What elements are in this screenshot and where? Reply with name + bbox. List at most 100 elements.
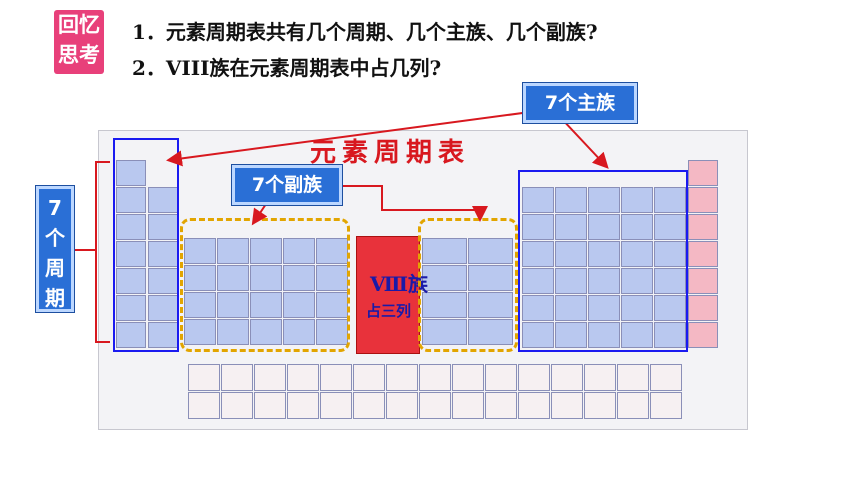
element-cell [422,292,467,318]
group-8-subtitle: 占三列 [366,302,412,320]
element-cell [621,295,653,321]
element-cell [254,364,286,391]
element-cell [555,214,587,240]
badge-line1: 回忆 [58,13,100,37]
element-cell [617,364,649,391]
element-cell [419,364,451,391]
element-cell [688,268,718,294]
element-cell [316,238,348,264]
element-cell [320,364,352,391]
element-cell [320,392,352,419]
element-cell [386,364,418,391]
badge-line2: 思考 [58,43,100,67]
element-cell [422,265,467,291]
element-cell [555,241,587,267]
element-cell [588,214,620,240]
element-cell [188,392,220,419]
element-cell [555,295,587,321]
element-cell [184,238,216,264]
element-cell [468,292,513,318]
element-cell [148,268,178,294]
element-cell [522,295,554,321]
element-cell [584,364,616,391]
element-cell [116,322,146,348]
element-cell [688,187,718,213]
element-cell [654,268,686,294]
element-cell [250,292,282,318]
element-cell [283,265,315,291]
element-cell [650,392,682,419]
element-cell [148,241,178,267]
element-cell [188,364,220,391]
element-cell [250,238,282,264]
element-cell [621,322,653,348]
element-cell [617,392,649,419]
element-cell [650,364,682,391]
main-group-label: 7个主族 [523,83,637,123]
element-cell [485,364,517,391]
element-cell [116,160,146,186]
element-cell [522,187,554,213]
element-cell [485,392,517,419]
element-cell [287,364,319,391]
period-label-char: 周 [45,256,65,280]
element-cell [419,392,451,419]
element-cell [654,322,686,348]
period-label: 7 个 周 期 [36,186,74,312]
element-cell [468,265,513,291]
element-cell [688,241,718,267]
element-cell [588,268,620,294]
element-cell [116,187,146,213]
element-cell [654,295,686,321]
element-cell [116,241,146,267]
element-cell [555,322,587,348]
element-cell [250,265,282,291]
element-cell [283,238,315,264]
element-cell [452,364,484,391]
period-label-char: 个 [45,226,65,250]
element-cell [283,319,315,345]
element-cell [654,241,686,267]
element-cell [518,392,550,419]
element-cell [250,319,282,345]
element-cell [522,268,554,294]
element-cell [217,319,249,345]
element-cell [316,319,348,345]
element-cell [688,322,718,348]
element-cell [688,214,718,240]
element-cell [386,392,418,419]
subgroup-outline-right [418,218,518,352]
element-cell [621,268,653,294]
subgroup-outline-left [180,218,350,352]
element-cell [116,295,146,321]
element-cell [688,160,718,186]
element-cell [654,214,686,240]
element-cell [217,292,249,318]
period-label-char: 期 [45,286,65,310]
element-cell [283,292,315,318]
element-cell [654,187,686,213]
element-cell [588,241,620,267]
element-cell [353,392,385,419]
main-group-right-outline [518,170,688,352]
element-cell [522,241,554,267]
element-cell [254,392,286,419]
element-cell [287,392,319,419]
element-cell [452,392,484,419]
element-cell [184,292,216,318]
element-cell [116,214,146,240]
period-label-char: 7 [48,196,62,220]
question-2: 2．VIII族在元素周期表中占几列? [132,56,442,80]
element-cell [422,238,467,264]
element-cell [184,265,216,291]
question-1: 1．元素周期表共有几个周期、几个主族、几个副族? [132,20,598,44]
element-cell [353,364,385,391]
element-cell [621,241,653,267]
element-cell [116,268,146,294]
element-cell [422,319,467,345]
main-group-left-outline [113,138,179,352]
element-cell [588,295,620,321]
element-cell [621,214,653,240]
element-cell [621,187,653,213]
element-cell [588,187,620,213]
